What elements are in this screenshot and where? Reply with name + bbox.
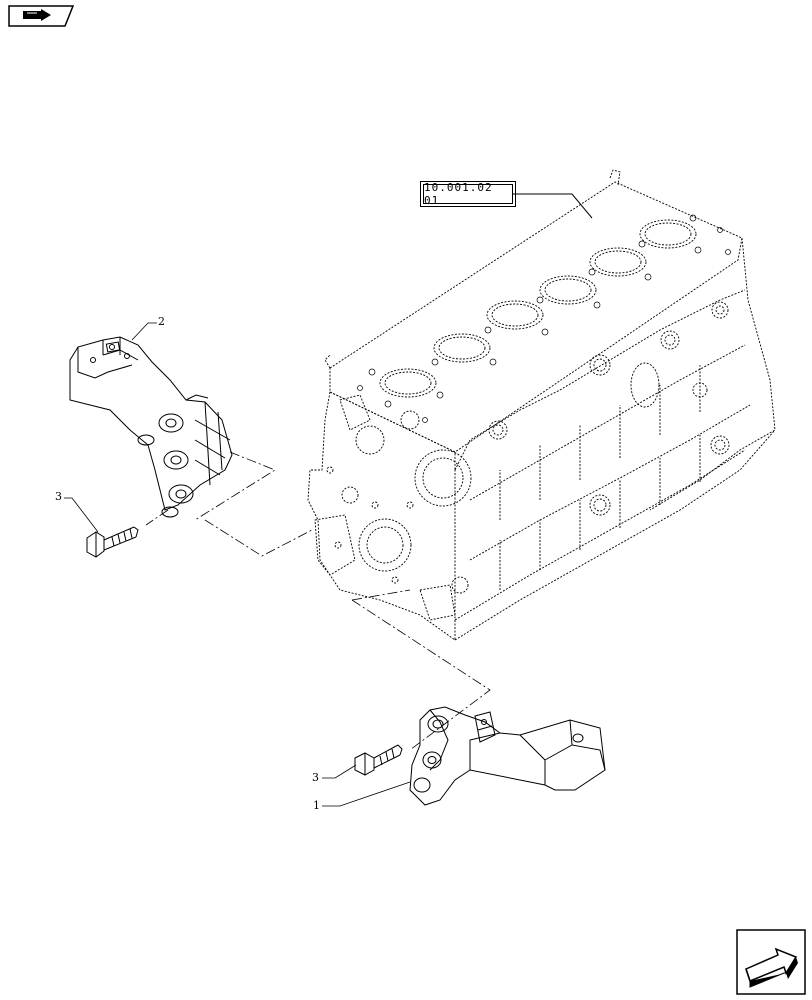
bracket-upper (69, 336, 233, 518)
bracket-lower (409, 706, 606, 806)
reference-code-box[interactable]: 10.001.02 01 (420, 181, 516, 207)
reference-code: 10.001.02 01 (424, 181, 493, 207)
callout-1: 1 (313, 799, 320, 812)
callout-2: 2 (158, 315, 165, 328)
callout-3-lower: 3 (312, 771, 319, 784)
callout-3-upper: 3 (55, 490, 62, 503)
bolt-lower (354, 744, 403, 776)
next-page-arrow-icon[interactable] (736, 929, 806, 995)
assembly-lines (145, 451, 491, 751)
page-nav-icon[interactable] (7, 4, 75, 28)
bolt-upper (86, 526, 139, 558)
engine-block (307, 169, 776, 641)
